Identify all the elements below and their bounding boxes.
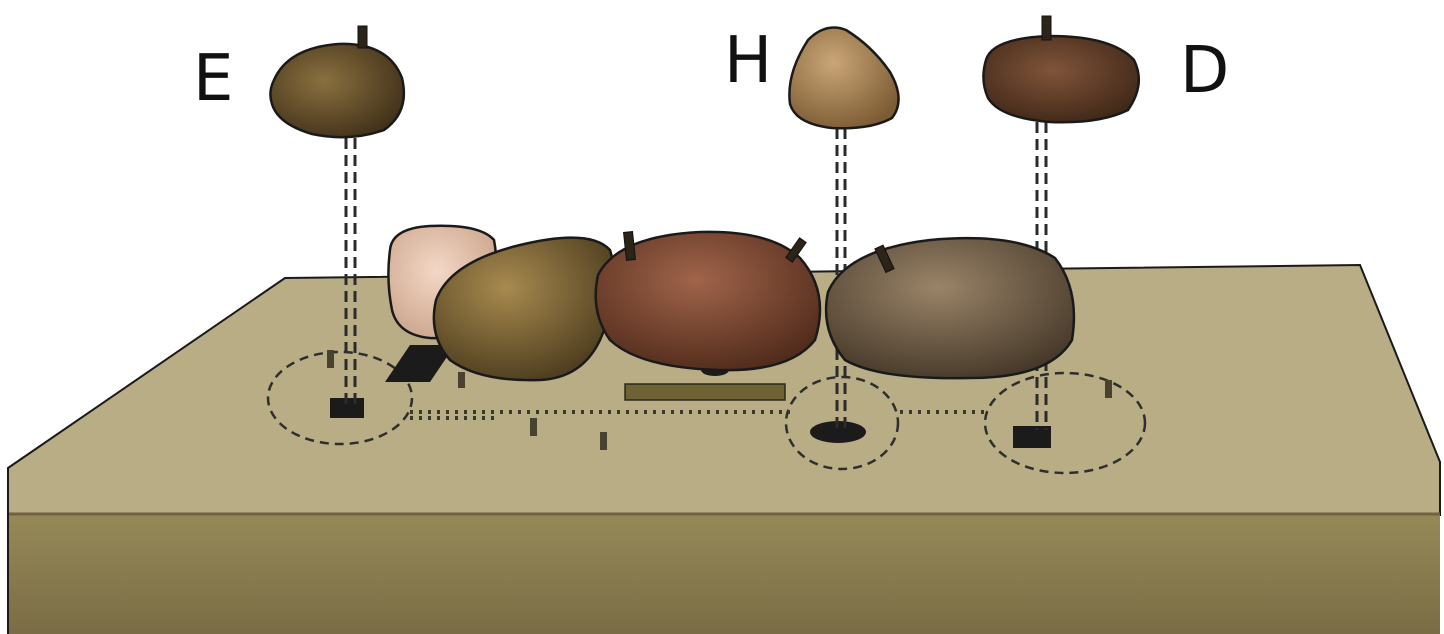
hearth-stones bbox=[388, 226, 1074, 380]
label-d: D bbox=[1180, 34, 1229, 108]
stake-3 bbox=[600, 432, 607, 450]
stake-4 bbox=[1105, 380, 1112, 398]
floating-stone-e: E bbox=[193, 26, 404, 137]
stake-1 bbox=[327, 350, 334, 368]
floating-stone-h: H bbox=[724, 24, 899, 128]
stone-grey bbox=[826, 238, 1074, 378]
stake-2 bbox=[530, 418, 537, 436]
floating-stone-d: D bbox=[983, 16, 1229, 122]
stone-h bbox=[789, 28, 898, 129]
stone-d-peg bbox=[1042, 16, 1051, 40]
stone-e-peg bbox=[358, 26, 367, 48]
label-e: E bbox=[193, 42, 233, 116]
slab-front bbox=[8, 513, 1440, 634]
label-h: H bbox=[724, 24, 772, 98]
stone-d bbox=[983, 36, 1138, 122]
stone-e bbox=[270, 44, 403, 137]
stake-5 bbox=[458, 372, 465, 388]
trench-slot bbox=[625, 384, 785, 400]
